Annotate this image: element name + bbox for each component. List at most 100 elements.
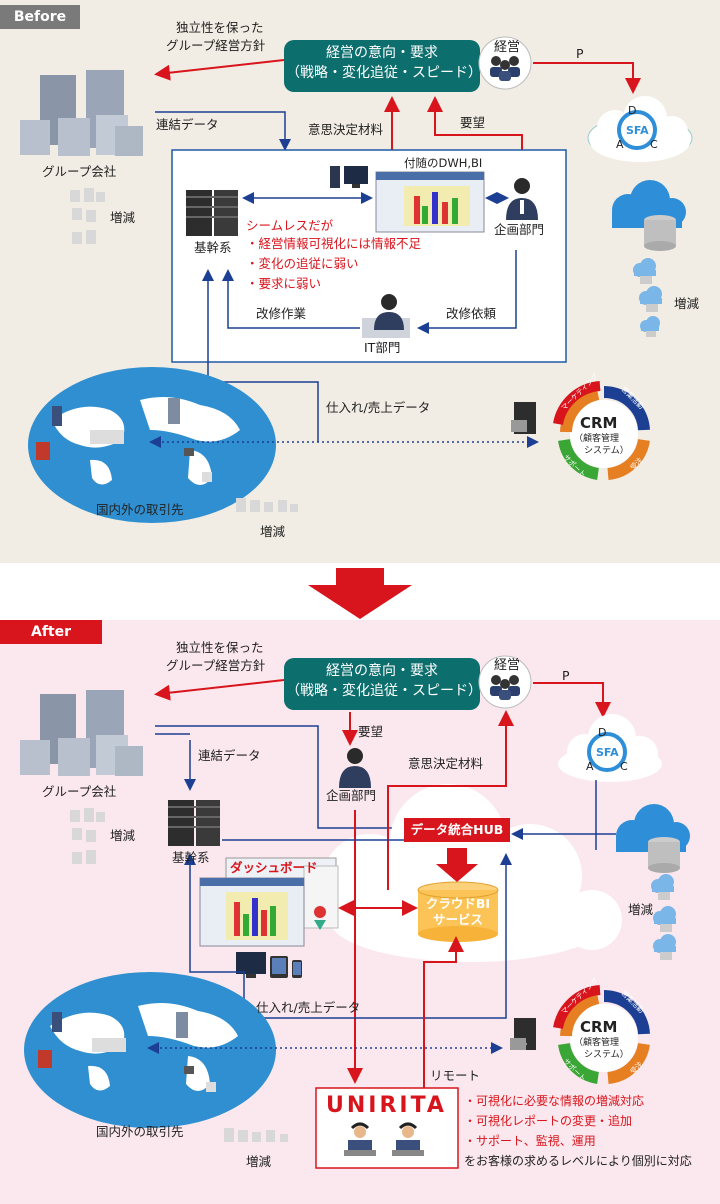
before-mgmt-label: 経営 <box>494 40 521 55</box>
after-dashboard-label: ダッシュボード <box>230 860 318 875</box>
before-purchase-sales: 仕入れ/売上データ <box>326 400 431 415</box>
after-mgmt-box <box>284 658 480 710</box>
before-policy-line2: グループ経営方針 <box>166 38 266 53</box>
before-crm-cycle-icon <box>553 381 650 480</box>
after-unirita-box <box>315 1087 459 1169</box>
after-pdca-c: C <box>620 760 628 773</box>
before-issue-1: ・経営情報可視化には情報不足 <box>246 236 422 251</box>
before-issue-2: ・変化の追従に弱い <box>246 256 359 271</box>
after-consolidated-data: 連結データ <box>198 748 261 763</box>
after-policy-line2: グループ経営方針 <box>166 658 266 673</box>
after-diagram <box>0 620 690 1169</box>
after-partner-small-buildings-icon <box>224 1128 288 1142</box>
after-support-3: ・サポート、監視、運用 <box>464 1134 596 1148</box>
after-sfa-cloud-icon <box>558 714 662 782</box>
before-group-company: グループ会社 <box>42 164 117 179</box>
before-sfa-cloud-icon <box>587 96 693 162</box>
after-support-2: ・可視化レポートの変更・追加 <box>464 1114 633 1128</box>
before-partners: 国内外の取引先 <box>96 502 184 517</box>
after-sfa-label: SFA <box>596 746 619 759</box>
after-planning-dept: 企画部門 <box>326 788 377 803</box>
before-pdca-d: D <box>628 104 637 117</box>
after-group-company-icon <box>20 690 143 776</box>
after-pdca-d: D <box>598 726 607 739</box>
after-planning-person-icon <box>339 748 371 788</box>
after-partners: 国内外の取引先 <box>96 1124 184 1139</box>
after-hub-arrow-icon <box>436 848 478 882</box>
before-mgmt-box-line2: （戦略・変化追従・スピード） <box>286 65 482 81</box>
before-crm-sub1: （顧客管理 <box>574 434 620 444</box>
after-cloud-bi-icon <box>417 881 499 942</box>
before-panel: Before 経営の意向・要求 （戦略・変化追従・スピード） 経営 独立性を保っ… <box>0 0 720 563</box>
after-crm-sub2: システム） <box>584 1050 629 1060</box>
before-diagram <box>0 5 693 523</box>
before-tag: Before <box>13 9 67 25</box>
before-policy-line1: 独立性を保った <box>176 20 264 35</box>
before-consolidated-data: 連結データ <box>156 117 219 132</box>
after-crm-sub1: （顧客管理 <box>574 1038 620 1048</box>
before-sfa-label: SFA <box>626 124 649 137</box>
after-purchase-sales: 仕入れ/売上データ <box>256 1000 361 1015</box>
after-small-clouds-icon <box>651 874 676 960</box>
after-cloud-bi-line2: サービス <box>432 912 483 927</box>
after-pdca-a: A <box>586 760 594 773</box>
after-cloud-bi-line1: クラウドBI <box>425 896 491 911</box>
after-core-system: 基幹系 <box>172 850 210 865</box>
before-group-small-buildings-icon <box>70 188 105 244</box>
after-partner-increase: 増減 <box>246 1154 272 1169</box>
before-group-company-icon <box>20 70 143 156</box>
before-issue-3: ・要求に弱い <box>246 276 322 291</box>
after-decision-material: 意思決定材料 <box>408 756 484 771</box>
after-request: 要望 <box>358 724 384 739</box>
after-group-company: グループ会社 <box>42 784 117 799</box>
before-request: 要望 <box>460 115 486 130</box>
before-planning-dept: 企画部門 <box>494 222 545 237</box>
after-core-server-icon <box>168 800 220 846</box>
after-dashboard-icon <box>199 857 339 947</box>
before-monitor-icon <box>330 166 368 188</box>
before-tag-bg <box>0 5 80 29</box>
before-it-dept: IT部門 <box>364 340 401 355</box>
after-operators-icon <box>344 1122 424 1156</box>
after-crm-server-icon <box>510 1018 536 1050</box>
after-tag: After <box>30 624 72 640</box>
after-unirita-logo: UNIRITA <box>326 1093 447 1118</box>
before-cloud-storage-icon <box>612 180 686 251</box>
after-devices-icon <box>236 952 302 978</box>
before-management-icon <box>478 36 532 90</box>
after-panel: After 経営の意向・要求 （戦略・変化追従・スピード） 経営 独立性を保った… <box>0 620 720 1204</box>
before-fix-work: 改修作業 <box>256 306 307 321</box>
after-hub-label: データ統合HUB <box>410 822 504 837</box>
before-cloud-increase: 増減 <box>674 296 700 311</box>
after-group-increase: 増減 <box>110 828 136 843</box>
before-crm-server-icon <box>511 402 536 434</box>
before-core-server-icon <box>186 190 238 236</box>
before-small-clouds-icon <box>633 258 662 337</box>
after-cloud-storage-icon <box>616 804 690 873</box>
after-tag-bg <box>0 620 102 644</box>
before-fix-request: 改修依頼 <box>446 306 497 321</box>
before-dwh-label: 付随のDWH,BI <box>404 156 483 170</box>
before-partner-small-buildings-icon <box>236 498 298 512</box>
before-planning-person-icon <box>506 178 538 220</box>
after-remote: リモート <box>430 1068 481 1083</box>
before-core-system: 基幹系 <box>194 240 232 255</box>
before-pdca-a: A <box>616 138 624 151</box>
before-decision-material: 意思決定材料 <box>308 122 384 137</box>
before-p-label: P <box>576 46 584 61</box>
after-mgmt-label: 経営 <box>494 658 521 673</box>
after-group-small-buildings-icon <box>70 808 105 864</box>
before-mgmt-box <box>284 40 480 92</box>
after-mgmt-box-line1: 経営の意向・要求 <box>326 663 438 679</box>
after-world-map-icon <box>24 972 276 1128</box>
before-pdca-c: C <box>650 138 658 151</box>
after-mgmt-box-line2: （戦略・変化追従・スピード） <box>286 683 482 699</box>
before-issue-title: シームレスだが <box>246 218 334 233</box>
after-policy-line1: 独立性を保った <box>176 640 264 655</box>
before-it-person-icon <box>362 294 410 338</box>
after-cloud-increase: 増減 <box>628 902 654 917</box>
after-support-4: をお客様の求めるレベルにより個別に対応 <box>464 1154 692 1168</box>
after-hub-box <box>404 818 510 842</box>
after-crm-cycle-icon <box>553 985 650 1084</box>
transition-arrow-icon <box>308 568 412 619</box>
